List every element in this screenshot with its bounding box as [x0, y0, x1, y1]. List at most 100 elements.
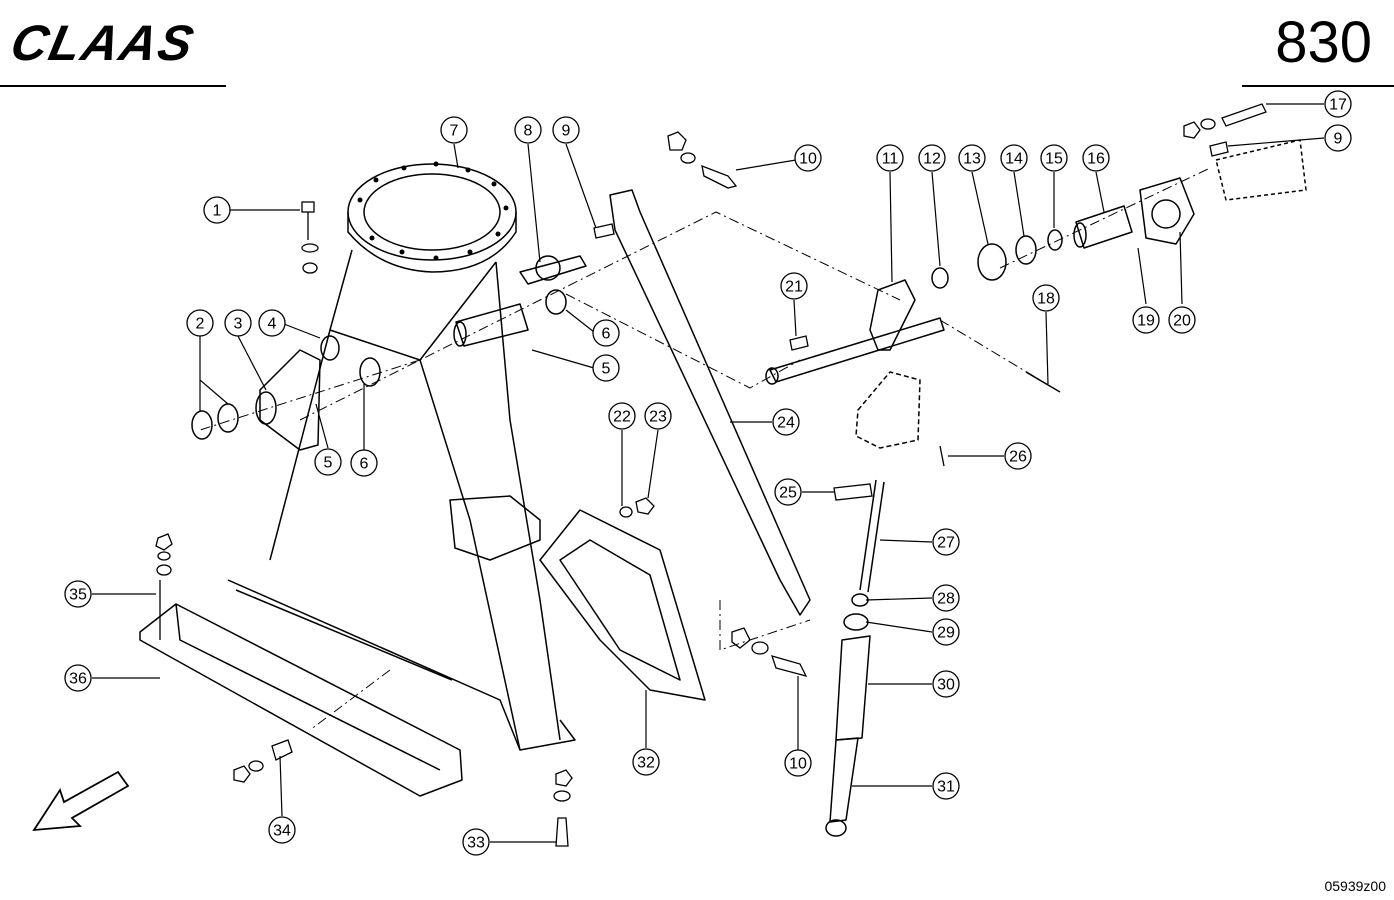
callout-circle: [784, 749, 812, 777]
callout-circle: [1040, 144, 1068, 172]
callout-circle: [186, 309, 214, 337]
callout-circle: [1032, 284, 1060, 312]
callout-circle: [592, 319, 620, 347]
callout-9: 9: [552, 116, 580, 144]
callout-13: 13: [958, 144, 986, 172]
callout-label: 31: [937, 779, 955, 796]
callout-30: 30: [932, 670, 960, 698]
callout-5: 5: [314, 448, 342, 476]
fasteners: [155, 103, 1267, 847]
callout-label: 17: [1329, 97, 1347, 114]
callout-31: 31: [932, 772, 960, 800]
callout-label: 2: [196, 316, 205, 333]
callout-circle: [514, 116, 542, 144]
callout-29: 29: [932, 618, 960, 646]
callout-10: 10: [794, 144, 822, 172]
callout-circle: [1004, 442, 1032, 470]
callout-label: 33: [467, 835, 485, 852]
callout-14: 14: [1000, 144, 1028, 172]
callout-circle: [314, 448, 342, 476]
callout-label: 7: [450, 123, 459, 140]
callout-23: 23: [644, 402, 672, 430]
callout-6: 6: [592, 319, 620, 347]
callout-circle: [440, 116, 468, 144]
callout-15: 15: [1040, 144, 1068, 172]
callout-label: 1: [213, 203, 222, 220]
callout-label: 5: [324, 455, 333, 472]
callout-label: 9: [562, 123, 571, 140]
callout-17: 17: [1324, 90, 1352, 118]
callout-label: 5: [602, 361, 611, 378]
callout-label: 26: [1009, 449, 1027, 466]
callout-label: 6: [602, 326, 611, 343]
callout-9: 9: [1324, 124, 1352, 152]
callout-circle: [1132, 306, 1160, 334]
callout-circle: [224, 309, 252, 337]
callout-circle: [932, 528, 960, 556]
callout-6: 6: [350, 449, 378, 477]
callout-label: 10: [799, 151, 817, 168]
callout-label: 6: [360, 456, 369, 473]
callout-circle: [1168, 306, 1196, 334]
callout-11: 11: [876, 144, 904, 172]
callout-10: 10: [784, 749, 812, 777]
callout-28: 28: [932, 584, 960, 612]
callout-circle: [64, 580, 92, 608]
callout-25: 25: [774, 478, 802, 506]
callout-circle: [644, 402, 672, 430]
callout-8: 8: [514, 116, 542, 144]
callout-circle: [1082, 144, 1110, 172]
callout-label: 14: [1005, 151, 1023, 168]
callout-circle: [958, 144, 986, 172]
callout-22: 22: [608, 402, 636, 430]
direction-arrow-icon: [32, 770, 130, 832]
callout-label: 21: [785, 279, 803, 296]
callout-18: 18: [1032, 284, 1060, 312]
drawing-code: 05939z00: [1324, 878, 1386, 894]
callout-7: 7: [440, 116, 468, 144]
callout-label: 16: [1087, 151, 1105, 168]
callout-circle: [932, 670, 960, 698]
callout-5: 5: [592, 354, 620, 382]
callout-label: 27: [937, 535, 955, 552]
callout-label: 25: [779, 485, 797, 502]
callout-36: 36: [64, 664, 92, 692]
callout-circle: [918, 144, 946, 172]
callout-label: 22: [613, 409, 631, 426]
callout-circle: [462, 828, 490, 856]
callout-12: 12: [918, 144, 946, 172]
callout-label: 30: [937, 677, 955, 694]
callout-20: 20: [1168, 306, 1196, 334]
callout-circle: [64, 664, 92, 692]
callout-label: 20: [1173, 313, 1191, 330]
callout-21: 21: [780, 272, 808, 300]
callout-circle: [592, 354, 620, 382]
callout-circle: [932, 584, 960, 612]
callout-circle: [608, 402, 636, 430]
callout-circle: [780, 272, 808, 300]
callout-26: 26: [1004, 442, 1032, 470]
callout-circle: [258, 309, 286, 337]
callout-circle: [794, 144, 822, 172]
callout-circle: [1324, 90, 1352, 118]
callout-label: 35: [69, 587, 87, 604]
callout-4: 4: [258, 309, 286, 337]
callout-2: 2: [186, 309, 214, 337]
callout-label: 36: [69, 671, 87, 688]
callout-circle: [774, 478, 802, 506]
callout-label: 13: [963, 151, 981, 168]
callout-27: 27: [932, 528, 960, 556]
callout-circle: [1324, 124, 1352, 152]
page-number: 830: [1275, 10, 1372, 75]
callout-circle: [268, 816, 296, 844]
callout-label: 15: [1045, 151, 1063, 168]
callout-circle: [876, 144, 904, 172]
callout-19: 19: [1132, 306, 1160, 334]
callout-circle: [203, 196, 231, 224]
callout-circle: [932, 618, 960, 646]
callout-circle: [552, 116, 580, 144]
callout-circle: [772, 408, 800, 436]
callout-circle: [1000, 144, 1028, 172]
callout-1: 1: [203, 196, 231, 224]
